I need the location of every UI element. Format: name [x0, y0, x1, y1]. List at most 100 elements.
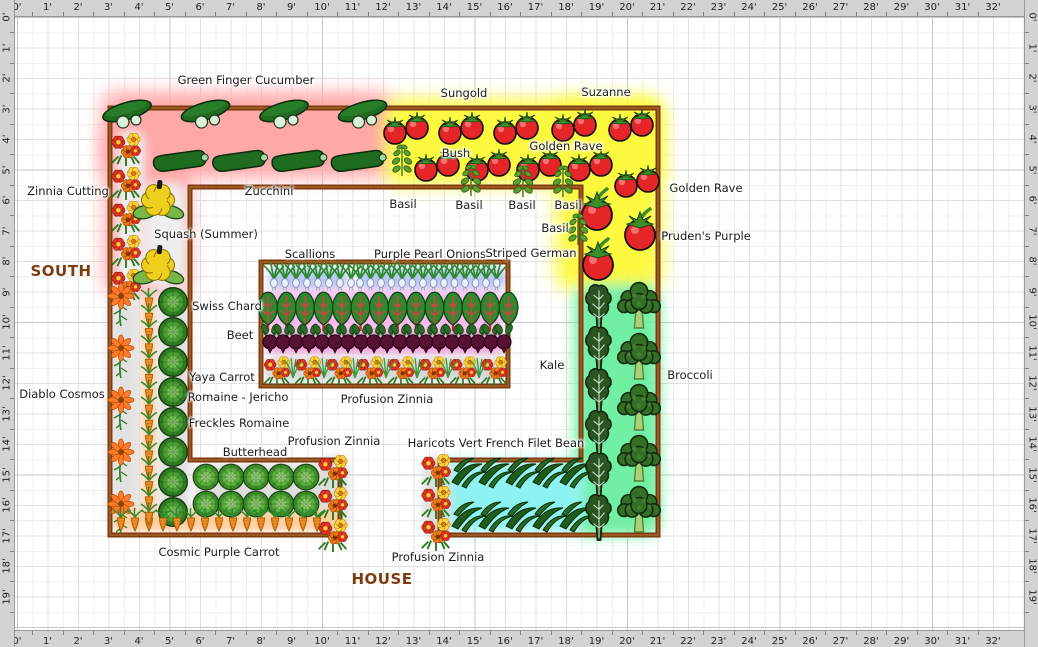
ruler-tick	[32, 631, 34, 635]
plant-kale[interactable]: Kale	[585, 326, 612, 373]
plant-cucumber[interactable]: Green Finger Cucumber	[178, 95, 233, 129]
plant-variety-label: Suzanne	[581, 85, 631, 99]
ruler-tick	[306, 12, 308, 16]
ruler-tick	[672, 12, 674, 16]
plant-zinnia-cluster[interactable]: Profusion Zinnia	[319, 487, 348, 520]
plant-butterhead[interactable]: Butterhead	[267, 463, 295, 491]
plant-zucchini[interactable]: Zucchini	[270, 148, 329, 174]
plant-carrot[interactable]: Cosmic Purple Carrot	[238, 507, 256, 532]
plant-butterhead[interactable]: Butterhead	[242, 463, 270, 491]
plant-zucchini[interactable]: Zucchini	[211, 148, 270, 174]
plant-tomato-large[interactable]: Pruden's Purple	[623, 207, 657, 252]
plant-kale[interactable]: Kale	[585, 410, 612, 457]
ruler-tick	[154, 12, 156, 16]
plant-kale[interactable]: Kale	[585, 452, 612, 499]
plant-flower-cluster[interactable]: Zinnia Cutting	[112, 133, 141, 166]
plant-carrot[interactable]: Cosmic Purple Carrot	[280, 507, 298, 532]
ruler-tick	[10, 184, 14, 186]
ruler-foot-label: 2'	[1, 73, 13, 83]
plant-carrot[interactable]: Cosmic Purple Carrot	[210, 507, 228, 532]
plant-broccoli[interactable]: Broccoli	[616, 281, 662, 329]
plant-flower-cluster[interactable]: Zinnia Cutting	[112, 167, 141, 200]
plant-zinnia-cluster[interactable]: Profusion Zinnia	[422, 454, 451, 487]
plant-zinnia-cluster[interactable]: Profusion Zinnia	[357, 357, 383, 386]
plant-romaine[interactable]: Romaine - Jericho	[158, 377, 188, 407]
plant-zinnia-cluster[interactable]: Profusion Zinnia	[450, 357, 476, 386]
plant-variety-label: Scallions	[284, 247, 336, 261]
ruler-foot-label: 5'	[1026, 164, 1038, 175]
ruler-foot-label: 2'	[73, 2, 83, 13]
ruler-foot-label: 0'	[1, 12, 13, 22]
plant-carrot[interactable]: Cosmic Purple Carrot	[266, 507, 284, 532]
ruler-tick	[1025, 62, 1029, 64]
plant-romaine[interactable]: Freckles Romaine	[158, 467, 188, 497]
plant-zinnia-cluster[interactable]: Profusion Zinnia	[419, 357, 445, 386]
direction-label: HOUSE	[351, 570, 413, 588]
ruler-tick	[93, 12, 95, 16]
ruler-tick	[10, 123, 14, 125]
plant-cucumber[interactable]: Green Finger Cucumber	[256, 95, 312, 129]
ruler-tick	[1025, 550, 1029, 552]
plant-carrot[interactable]: Cosmic Purple Carrot	[224, 507, 242, 532]
ruler-foot-label: 31'	[954, 636, 971, 647]
plant-flower-cluster[interactable]: Zinnia Cutting	[112, 235, 141, 268]
plant-kale[interactable]: Kale	[585, 284, 612, 331]
plant-broccoli[interactable]: Broccoli	[616, 332, 662, 380]
ruler-foot-label: 29'	[893, 2, 910, 13]
plant-romaine[interactable]: Freckles Romaine	[158, 437, 188, 467]
ruler-foot-label: 21'	[649, 2, 666, 13]
plant-tomato-pair[interactable]: Suzanne	[552, 109, 596, 141]
plant-tomato-pair[interactable]: Suzanne	[609, 109, 653, 141]
plant-broccoli[interactable]: Broccoli	[616, 434, 662, 482]
ruler-foot-label: 11'	[344, 2, 361, 13]
plant-zucchini[interactable]: Zucchini	[151, 148, 211, 174]
ruler-foot-label: 13'	[1, 405, 13, 422]
ruler-tick	[855, 631, 857, 635]
plant-zinnia-cluster[interactable]: Profusion Zinnia	[295, 357, 321, 386]
plant-kale[interactable]: Kale	[585, 368, 612, 415]
plant-cucumber[interactable]: Green Finger Cucumber	[335, 95, 390, 129]
plant-romaine[interactable]: Romaine - Jericho	[158, 287, 188, 317]
plant-tomato-pair[interactable]: Sungold	[439, 112, 483, 144]
ruler-foot-label: 24'	[741, 636, 757, 647]
plant-zinnia-cluster[interactable]: Profusion Zinnia	[326, 357, 352, 386]
plant-tomato-pair[interactable]: Golden Rave	[568, 149, 612, 181]
ruler-foot-label: 17'	[1026, 527, 1038, 544]
plant-broccoli[interactable]: Broccoli	[616, 485, 662, 533]
plant-basil[interactable]: Basil	[390, 143, 414, 177]
plant-butterhead[interactable]: Butterhead	[292, 463, 320, 491]
middle-bed[interactable]	[258, 259, 511, 389]
plant-romaine[interactable]: Romaine - Jericho	[158, 347, 188, 377]
plant-zinnia-cluster[interactable]: Profusion Zinnia	[422, 518, 451, 551]
plant-tomato-pair[interactable]: Sungold	[384, 112, 428, 144]
ruler-tick	[825, 12, 827, 16]
plant-carrot[interactable]: Cosmic Purple Carrot	[196, 507, 214, 532]
ruler-tick	[642, 631, 644, 635]
plant-variety-label: Cosmic Purple Carrot	[158, 545, 280, 559]
plant-tomato-large[interactable]: Striped German	[581, 237, 615, 282]
ruler-tick	[10, 581, 14, 583]
plant-zinnia-cluster[interactable]: Profusion Zinnia	[422, 486, 451, 519]
ruler-tick	[1025, 215, 1029, 217]
plant-carrot[interactable]: Cosmic Purple Carrot	[252, 507, 270, 532]
plant-scallion[interactable]: Scallions	[262, 261, 285, 292]
ruler-tick	[1025, 459, 1029, 461]
plant-broccoli[interactable]: Broccoli	[616, 383, 662, 431]
ruler-foot-label: 2'	[73, 636, 83, 647]
plant-zinnia-cluster[interactable]: Profusion Zinnia	[388, 357, 414, 386]
ruler-foot-label: 2'	[1026, 73, 1038, 83]
plant-carrot[interactable]: Cosmic Purple Carrot	[126, 507, 144, 532]
plant-romaine[interactable]: Freckles Romaine	[158, 407, 188, 437]
plant-zucchini[interactable]: Zucchini	[329, 148, 388, 174]
plant-zinnia-cluster[interactable]: Profusion Zinnia	[481, 357, 507, 386]
plant-carrot[interactable]: Cosmic Purple Carrot	[140, 501, 158, 526]
plant-variety-label: Sungold	[440, 86, 488, 100]
plant-carrot[interactable]: Cosmic Purple Carrot	[294, 507, 312, 532]
ruler-tick	[10, 520, 14, 522]
plant-zinnia-cluster[interactable]: Profusion Zinnia	[264, 357, 290, 386]
plant-romaine[interactable]: Romaine - Jericho	[158, 317, 188, 347]
plant-butterhead[interactable]: Butterhead	[217, 463, 245, 491]
plant-butterhead[interactable]: Butterhead	[192, 463, 220, 491]
plant-tomato-pair[interactable]: Golden Rave	[615, 165, 659, 197]
ruler-foot-label: 14'	[436, 2, 452, 13]
